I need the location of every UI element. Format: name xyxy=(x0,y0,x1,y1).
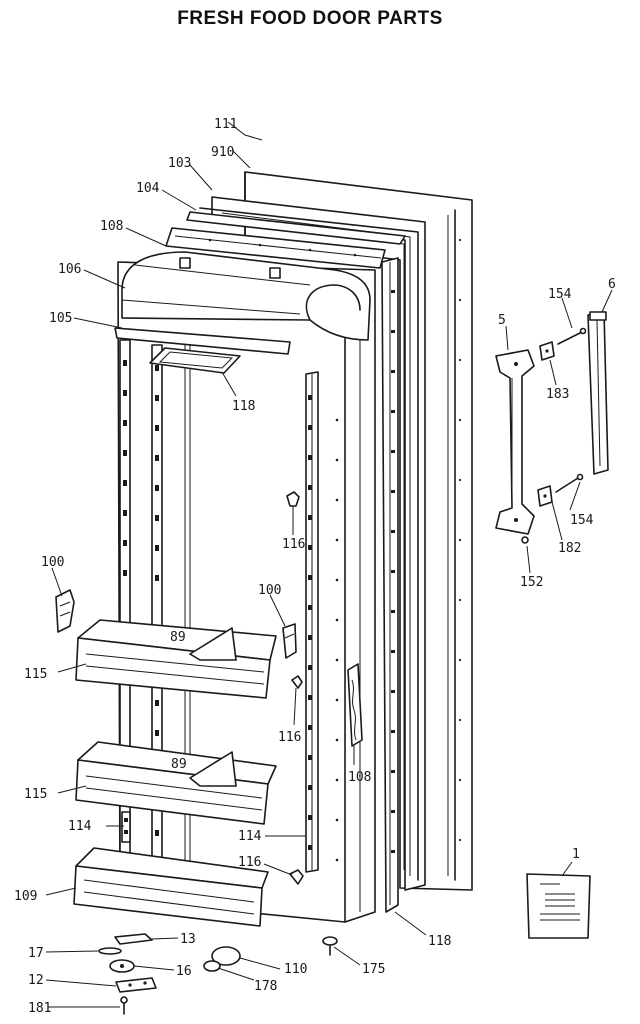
butter-tray xyxy=(149,347,241,374)
label-17: 17 xyxy=(28,946,44,961)
label-114-right: 114 xyxy=(238,829,262,844)
washer-17 xyxy=(98,947,122,955)
diagram-title: FRESH FOOD DOOR PARTS xyxy=(177,8,443,29)
label-106: 106 xyxy=(58,262,81,277)
label-100-left: 100 xyxy=(41,555,64,570)
pin-116-b xyxy=(291,675,303,689)
label-115-lower: 115 xyxy=(24,787,47,802)
label-108-top: 108 xyxy=(100,219,123,234)
top-frame xyxy=(165,227,386,269)
label-910: 910 xyxy=(211,145,234,160)
label-116-b: 116 xyxy=(278,730,301,745)
screw-181 xyxy=(120,996,128,1015)
label-116-a: 116 xyxy=(282,537,305,552)
label-16: 16 xyxy=(176,964,192,979)
bushing-178 xyxy=(203,960,221,972)
bracket-183 xyxy=(539,341,555,361)
label-1: 1 xyxy=(572,847,580,862)
hinge-plate-13 xyxy=(114,933,153,945)
right-rail-slots xyxy=(308,395,312,850)
right-shelf-rail xyxy=(305,371,319,873)
label-89-upper: 89 xyxy=(170,630,186,645)
label-182: 182 xyxy=(558,541,581,556)
breaker-strip-slots xyxy=(391,290,395,853)
upper-door-shelf xyxy=(75,619,277,699)
label-5: 5 xyxy=(498,313,506,328)
shelf-clip-right xyxy=(282,623,297,659)
lower-door-shelf xyxy=(75,741,277,825)
screw-154-bottom xyxy=(555,473,584,493)
screw-175 xyxy=(322,936,338,956)
pin-116-c xyxy=(289,869,304,885)
bottom-door-shelf xyxy=(73,847,269,927)
label-105: 105 xyxy=(49,311,72,326)
top-trim-strip xyxy=(186,211,406,245)
bracket-182 xyxy=(537,485,553,507)
label-115-upper: 115 xyxy=(24,667,47,682)
hinge-cam-16 xyxy=(109,959,135,973)
handle-trim-strip xyxy=(587,311,609,475)
label-152: 152 xyxy=(520,575,543,590)
panel-rivets xyxy=(458,238,462,842)
label-12: 12 xyxy=(28,973,44,988)
breaker-strip xyxy=(381,257,399,913)
rail-114-left xyxy=(121,811,131,843)
label-108-mid: 108 xyxy=(348,770,371,785)
label-103: 103 xyxy=(168,156,191,171)
label-183: 183 xyxy=(546,387,569,402)
liner-side-dots xyxy=(335,418,339,862)
label-110: 110 xyxy=(284,962,307,977)
label-13: 13 xyxy=(180,932,196,947)
screw-152 xyxy=(521,536,529,544)
label-178: 178 xyxy=(254,979,277,994)
label-114-left: 114 xyxy=(68,819,92,834)
screw-154-top xyxy=(557,327,587,345)
shelf-clip-left xyxy=(55,589,75,633)
hinge-bracket-12 xyxy=(115,977,157,993)
pin-116-a xyxy=(286,491,300,507)
label-104: 104 xyxy=(136,181,160,196)
label-118-bottom: 118 xyxy=(428,934,451,949)
owner-manual xyxy=(526,873,591,939)
label-181: 181 xyxy=(28,1001,51,1016)
leader-lines xyxy=(45,121,613,1008)
label-6: 6 xyxy=(608,277,616,292)
dairy-compartment xyxy=(121,251,371,341)
label-154-bottom: 154 xyxy=(570,513,594,528)
label-118-top: 118 xyxy=(232,399,255,414)
door-handle xyxy=(495,349,535,535)
mid-door-trim xyxy=(347,663,363,747)
label-89-lower: 89 xyxy=(171,757,187,772)
dairy-trim xyxy=(114,327,291,355)
door-stop-110 xyxy=(211,946,241,966)
label-116-c: 116 xyxy=(238,855,261,870)
part-labels: 111 910 103 104 108 106 105 118 154 6 5 … xyxy=(14,117,616,1016)
label-111: 111 xyxy=(214,117,237,132)
label-100-right: 100 xyxy=(258,583,281,598)
label-154-top: 154 xyxy=(548,287,572,302)
label-175: 175 xyxy=(362,962,385,977)
label-109: 109 xyxy=(14,889,37,904)
